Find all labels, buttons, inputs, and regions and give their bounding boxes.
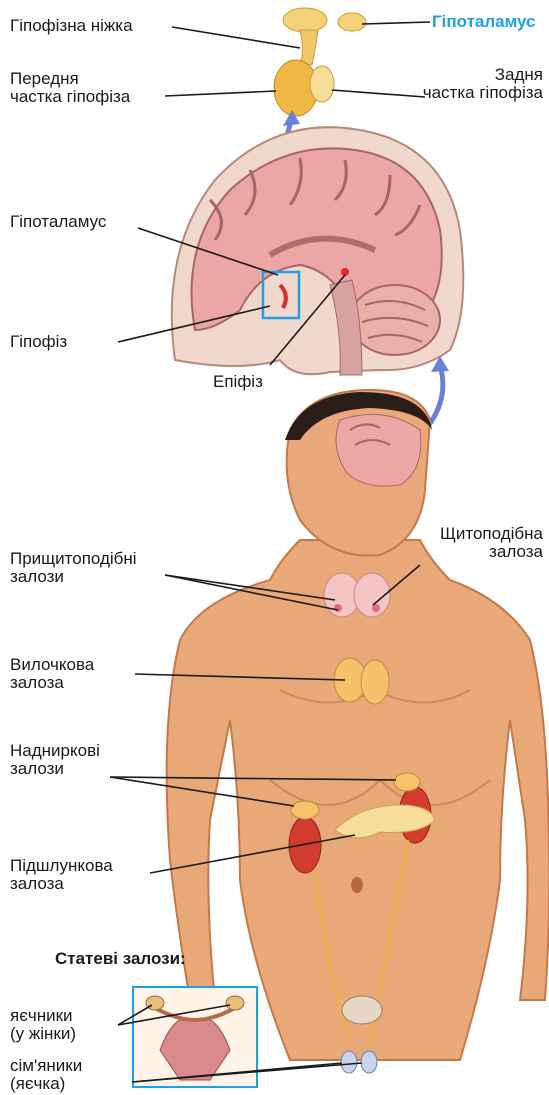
label-testes: сім'яники (яєчка): [10, 1057, 82, 1093]
label-sex-glands: Статеві залози:: [55, 950, 186, 968]
label-ovaries: яєчники (у жінки): [10, 1007, 76, 1043]
label-posterior-pituitary: Задня частка гіпофіза: [423, 66, 543, 102]
label-anterior-pituitary: Передня частка гіпофіза: [10, 70, 130, 106]
brain-section: [172, 127, 464, 375]
label-thymus: Вилочкова залоза: [10, 656, 94, 692]
human-body: [167, 390, 549, 1060]
label-hypothalamus-brain: Гіпоталамус: [10, 213, 106, 231]
label-pituitary: Гіпофіз: [10, 333, 67, 351]
pituitary-enlarged: [274, 8, 366, 116]
label-parathyroid: Прищитоподібні залози: [10, 550, 137, 586]
label-hypothalamus-top: Гіпоталамус: [432, 13, 535, 31]
label-thyroid: Щитоподібна залоза: [440, 525, 543, 561]
label-adrenal: Надниркові залози: [10, 742, 100, 778]
label-pineal: Епіфіз: [213, 373, 263, 391]
label-pancreas: Підшлункова залоза: [10, 857, 113, 893]
label-pituitary-stalk: Гіпофізна ніжка: [10, 17, 133, 35]
